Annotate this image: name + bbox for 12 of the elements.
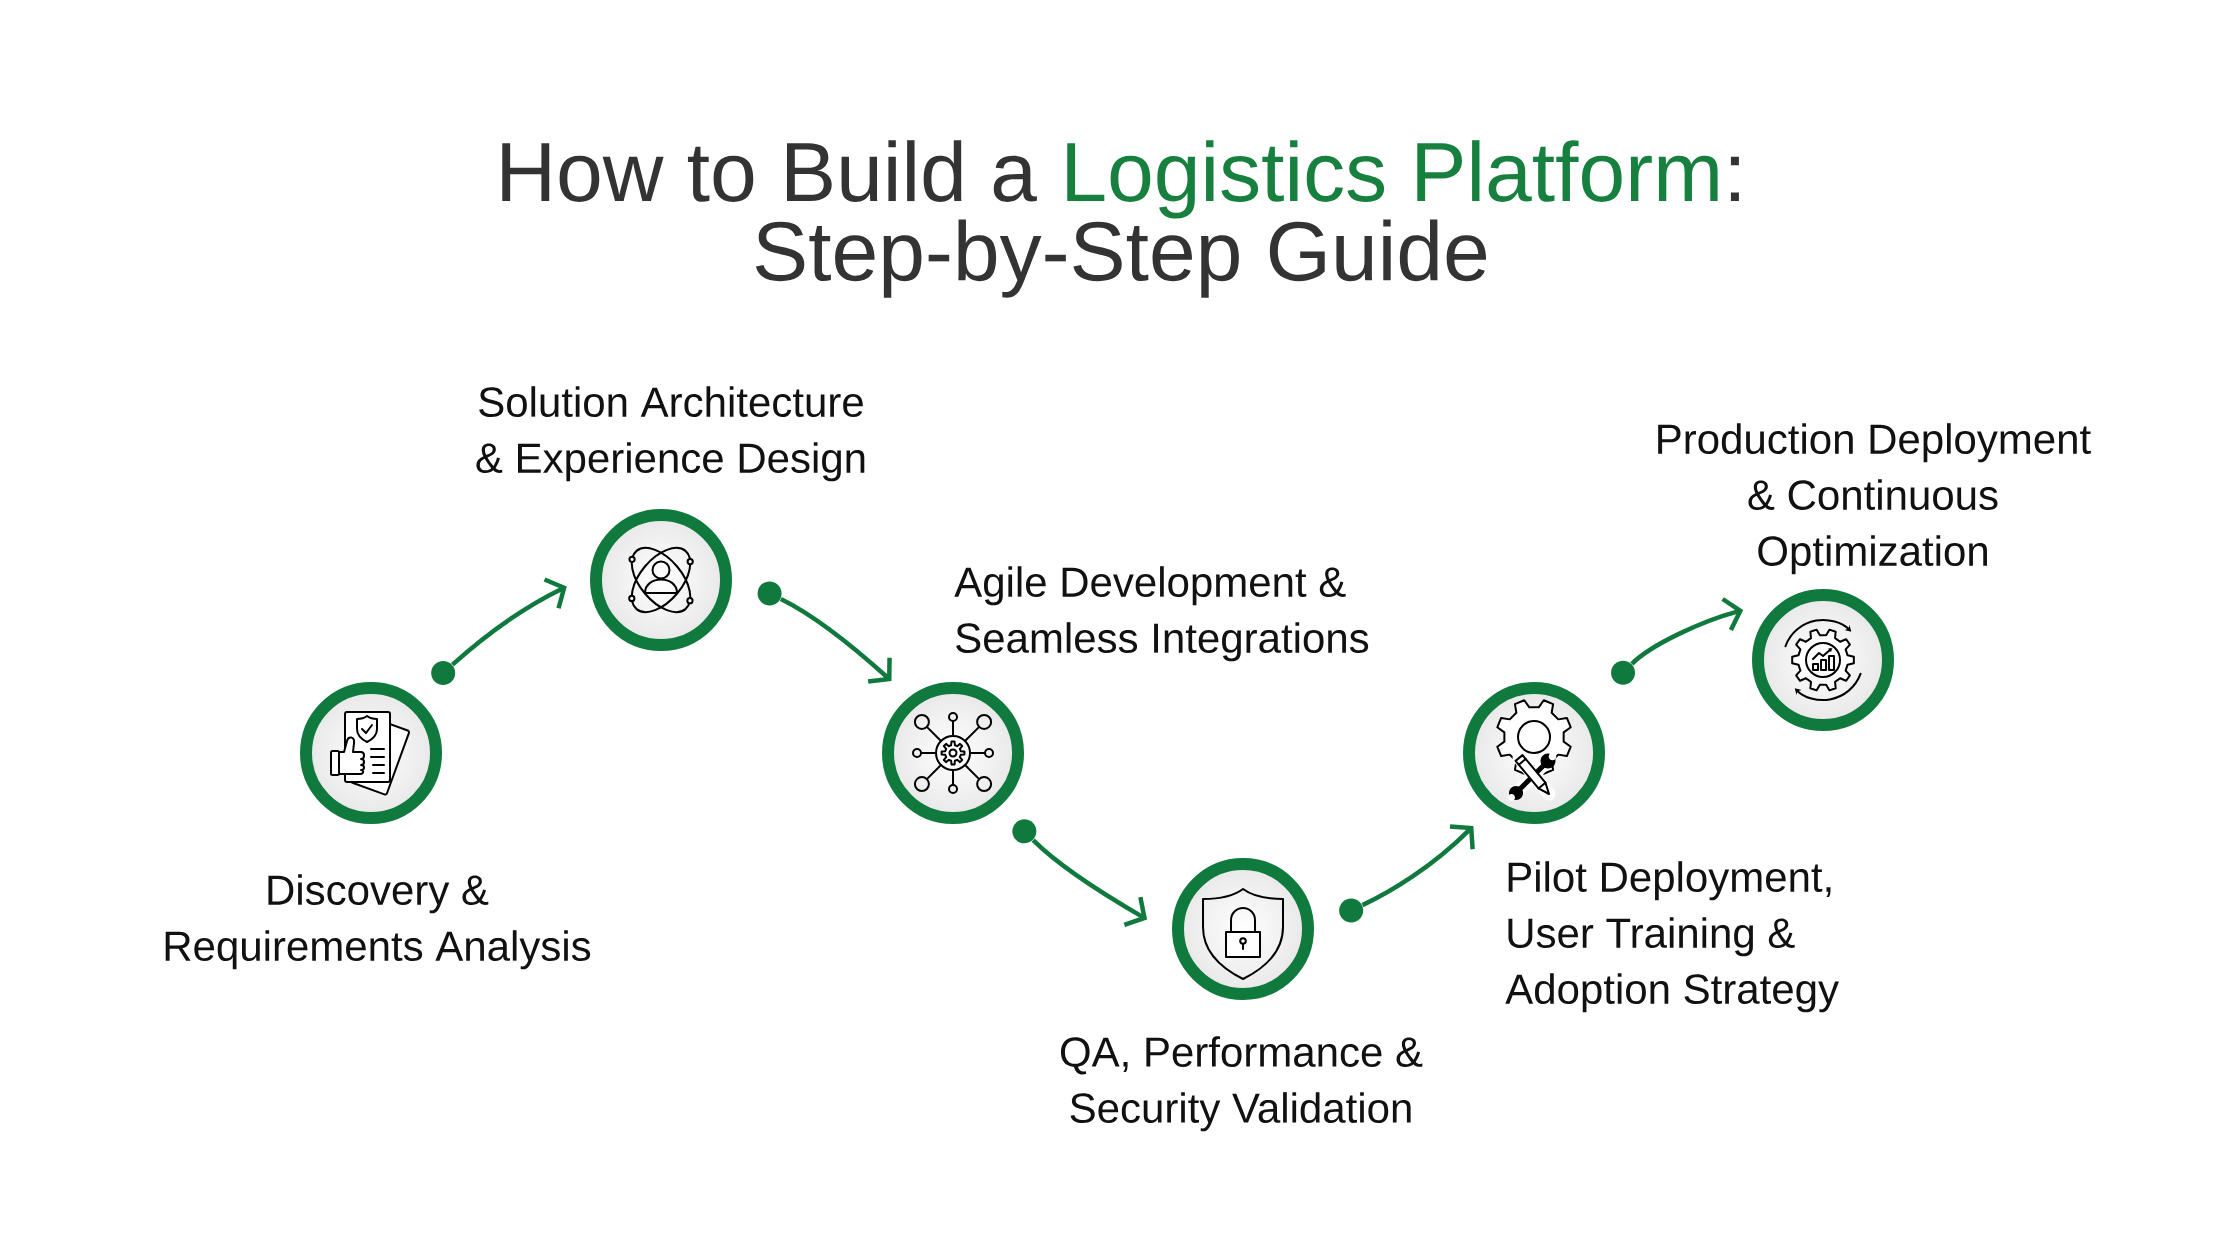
step-label: Pilot Deployment, User Training & Adoption Strategy xyxy=(1505,861,1839,1013)
step-label: Solution Architecture & Experience Design xyxy=(476,386,865,482)
arrow xyxy=(1031,838,1148,927)
step-label: Agile Development & Seamless Integrations xyxy=(954,566,1369,662)
title: How to Build a Logistics Platform: Step-by-Step Guide xyxy=(502,140,1739,298)
arrow xyxy=(1630,597,1744,666)
arrow xyxy=(779,596,892,684)
step-label: Discovery & Requirements Analysis xyxy=(165,874,591,970)
step-label: QA, Performance & Security Validation xyxy=(1060,1036,1423,1132)
step-label: Production Deployment & Continuous Optimization xyxy=(1658,423,2091,575)
arrow xyxy=(451,577,567,667)
arrow xyxy=(1361,824,1475,908)
